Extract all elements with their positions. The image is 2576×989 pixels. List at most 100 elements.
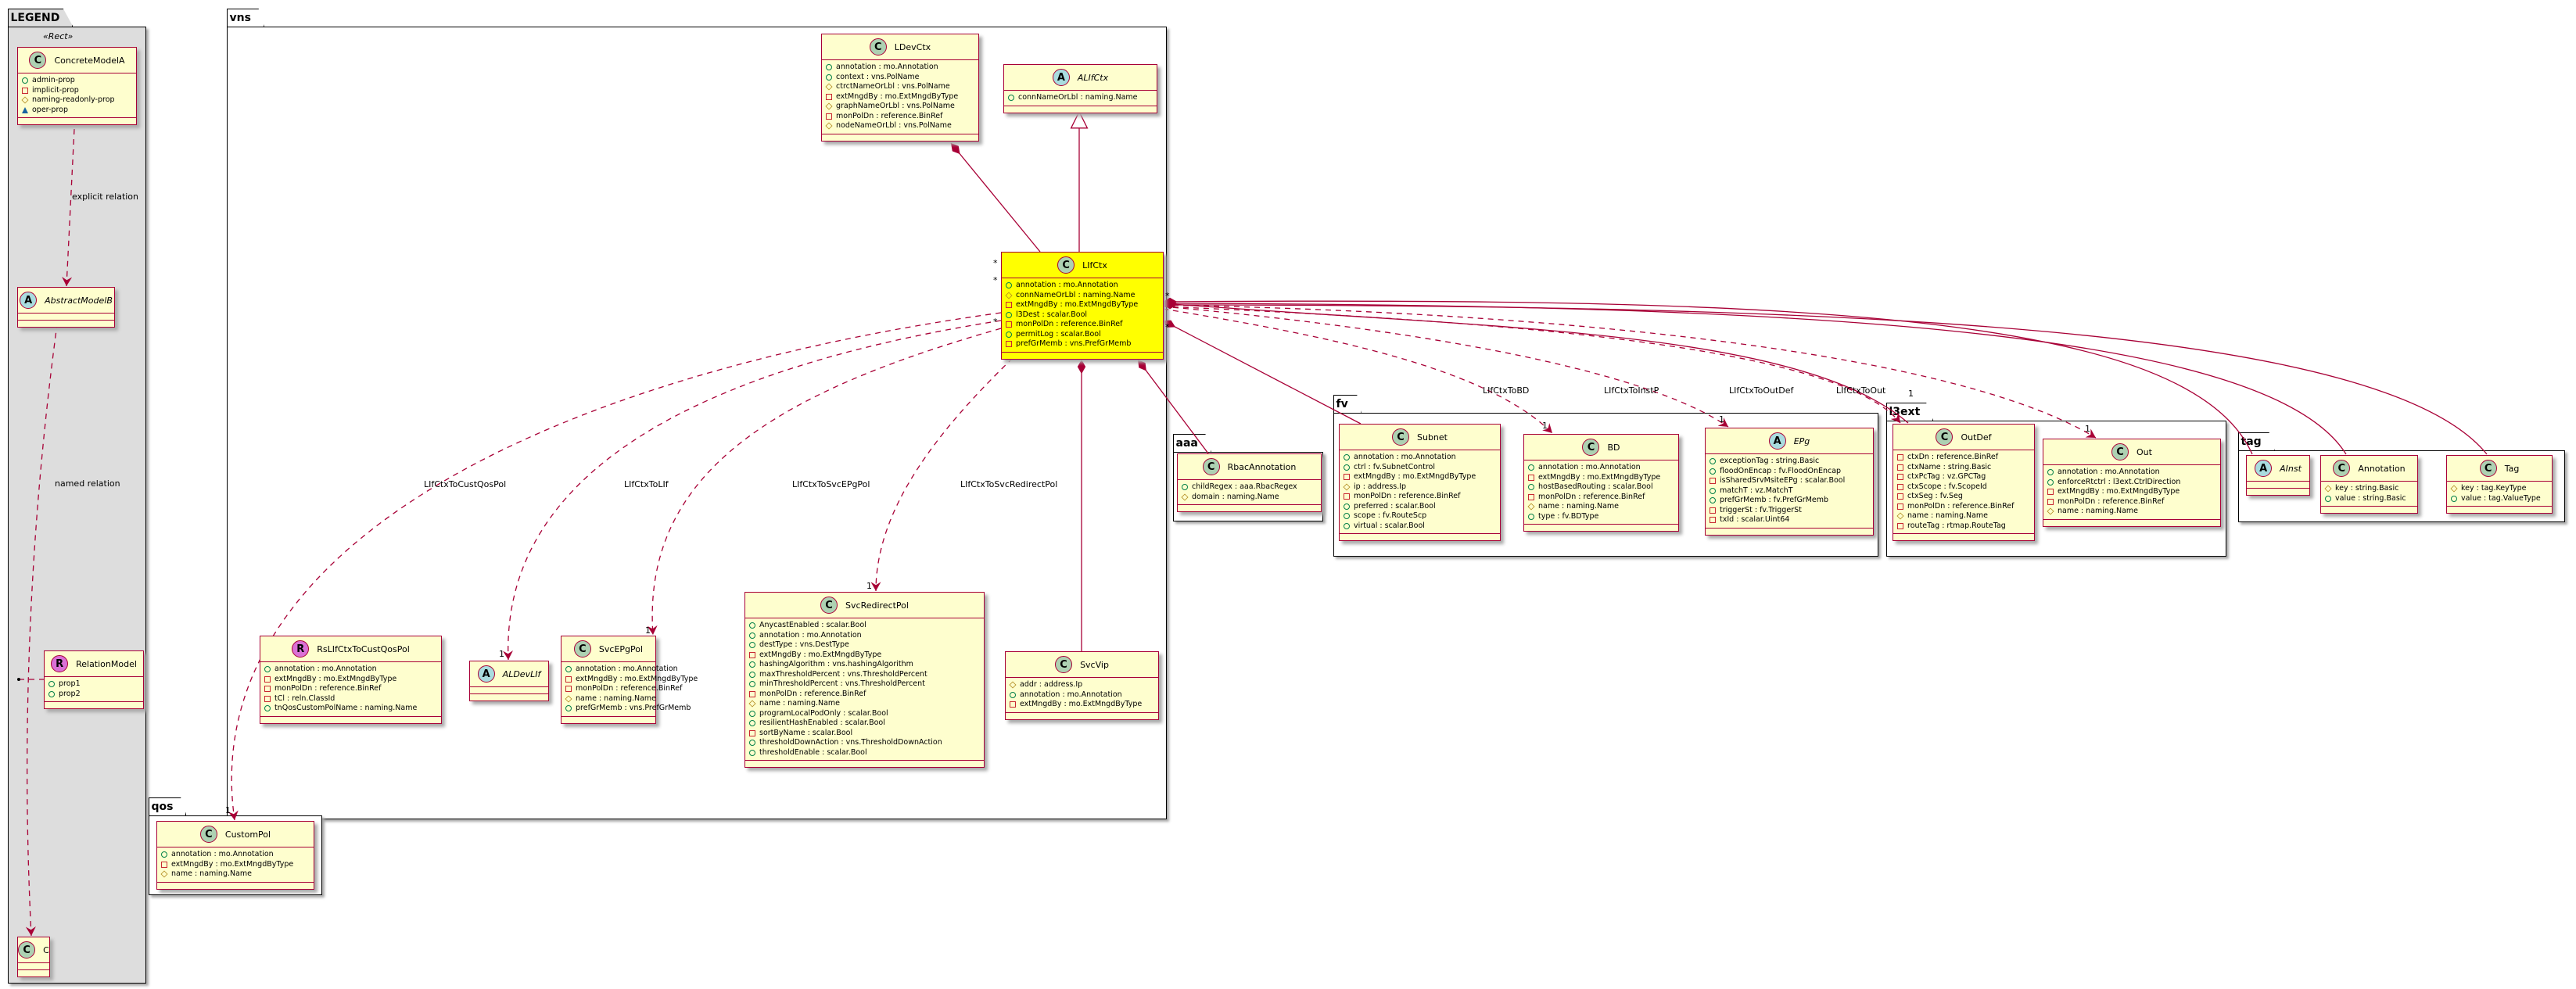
attribute-text: extMngdBy : mo.ExtMngdByType (2058, 487, 2180, 496)
relation-label-toSvcEPg: LIfCtxToSvcEPgPol (792, 479, 870, 489)
relation-label-explicit: explicit relation (72, 192, 139, 202)
public-visibility-icon (1710, 458, 1716, 465)
public-visibility-icon (749, 740, 755, 747)
attribute-row: ctxSeg : fv.Seg (1897, 492, 2030, 502)
class-icon: C (199, 826, 217, 843)
attribute-text: graphNameOrLbl : vns.PolName (836, 102, 955, 110)
attribute-text: monPolDn : reference.BinRef (1907, 501, 2015, 511)
relation-label-toLIf: LIfCtxToLIf (624, 479, 669, 489)
public-visibility-icon (1006, 331, 1012, 338)
public-visibility-icon (1344, 454, 1350, 461)
attribute-text: monPolDn : reference.BinRef (274, 684, 382, 693)
abstract-class-icon: A (20, 292, 38, 309)
multiplicity-label: 1 (2085, 424, 2090, 434)
attribute-row: name : naming.Name (1527, 502, 1674, 512)
attribute-row: AnycastEnabled : scalar.Bool (749, 621, 980, 631)
attribute-row: monPolDn : reference.BinRef (1528, 493, 1674, 503)
methods-section (1006, 713, 1158, 719)
public-visibility-icon (749, 642, 755, 649)
attribute-text: maxThresholdPercent : vns.ThresholdPerce… (759, 669, 927, 679)
relation-label-toOut: LIfCtxToOut (1836, 385, 1886, 396)
relation-label-toInstP: LIfCtxToInstP (1604, 385, 1659, 396)
attribute-text: addr : address.Ip (1020, 680, 1083, 689)
attribute-text: admin-prop (32, 76, 75, 84)
attribute-row: matchT : vz.MatchT (1710, 486, 1869, 496)
attribute-text: sortByName : scalar.Bool (759, 728, 853, 737)
attribute-row: annotation : mo.Annotation (2047, 468, 2216, 478)
class-name: BD (1607, 442, 1620, 453)
methods-section (2447, 507, 2552, 513)
protected-visibility-icon (1009, 681, 1017, 689)
class-name: SvcVip (1080, 659, 1109, 670)
protected-visibility-icon (1343, 483, 1351, 491)
attribute-text: extMngdBy : mo.ExtMngdByType (171, 859, 294, 869)
attribute-text: floodOnEncap : fv.FloodOnEncap (1720, 466, 1842, 475)
methods-section (1524, 525, 1678, 531)
class-icon: C (1936, 428, 1954, 446)
attribute-text: connNameOrLbl : naming.Name (1018, 93, 1138, 102)
protected-visibility-icon (565, 695, 572, 703)
attribute-row: annotation : mo.Annotation (565, 665, 678, 675)
attribute-text: minThresholdPercent : vns.ThresholdPerce… (759, 679, 925, 688)
attribute-row: name : naming.Name (160, 869, 310, 880)
class-icon: C (2333, 460, 2351, 477)
public-visibility-icon (749, 720, 755, 727)
public-visibility-icon (1344, 513, 1350, 520)
methods-section (745, 761, 984, 767)
attribute-list: connNameOrLbl : naming.Name (1004, 91, 1157, 106)
attribute-row: prefGrMemb : fv.PrefGrMemb (1710, 496, 1869, 506)
attribute-row: annotation : mo.Annotation (264, 665, 437, 675)
attribute-row: thresholdDownAction : vns.ThresholdDownA… (749, 738, 980, 748)
attribute-row: permitLog : scalar.Bool (1006, 330, 1159, 340)
attribute-row: childRegex : aaa.RbacRegex (1182, 482, 1317, 493)
class-name: Subnet (1417, 432, 1448, 443)
attribute-row: txId : scalar.Uint64 (1710, 515, 1869, 525)
private-visibility-icon (826, 113, 832, 120)
public-visibility-icon (1710, 487, 1716, 494)
attribute-row: oper-prop (22, 106, 132, 116)
multiplicity-label: 1 (1719, 414, 1724, 425)
attribute-row: monPolDn : reference.BinRef (264, 684, 437, 694)
private-visibility-icon (264, 675, 271, 683)
attribute-text: ctrctNameOrLbl : vns.PolName (836, 82, 950, 91)
attribute-text: extMngdBy : mo.ExtMngdByType (576, 674, 698, 683)
edge-lifctx-outdef-composition (1162, 299, 1909, 424)
edge-lifctx-to-outdef (1162, 306, 1901, 424)
attribute-text: annotation : mo.Annotation (1538, 463, 1641, 471)
relation-icon: R (292, 640, 310, 658)
attribute-text: name : naming.Name (2058, 507, 2139, 515)
attribute-row: connNameOrLbl : naming.Name (1008, 93, 1153, 103)
attribute-row: tCl : reln.ClassId (264, 694, 437, 704)
attribute-text: destType : vns.DestType (759, 640, 849, 649)
private-visibility-icon (565, 675, 572, 683)
